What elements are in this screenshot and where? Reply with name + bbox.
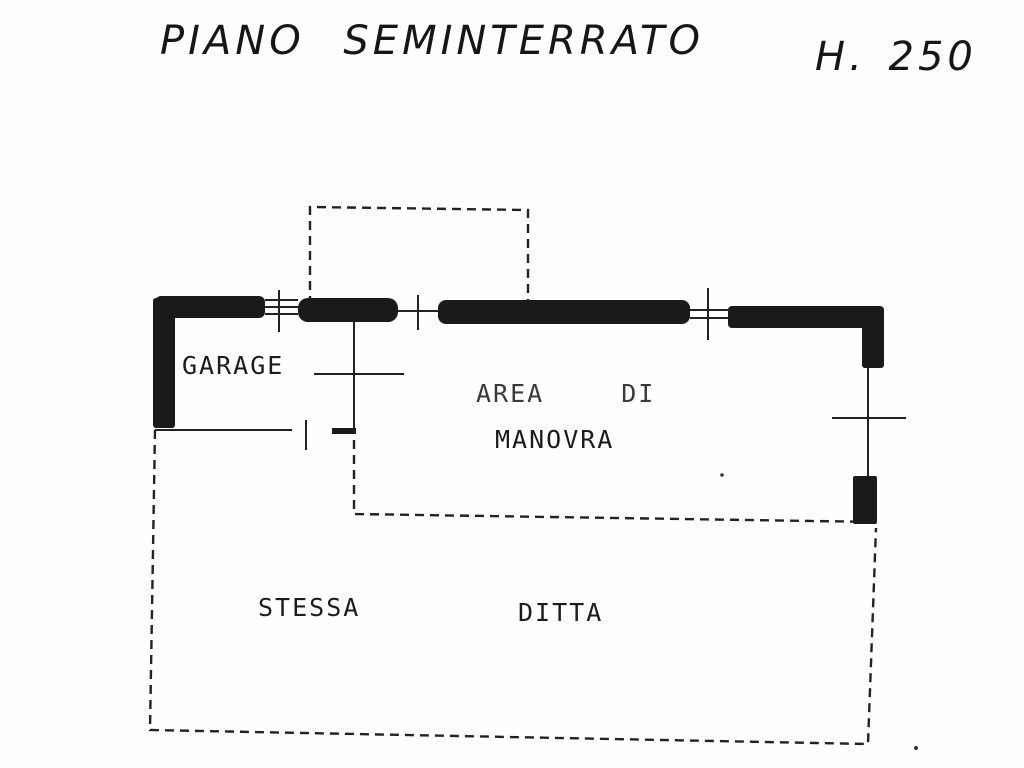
maneuver-area-label-line1: AREA DI	[476, 379, 655, 408]
window-1	[265, 290, 298, 332]
maneuver-area-boundary	[352, 440, 879, 524]
upper-projection-outline	[308, 205, 530, 305]
right-wall-upper	[862, 310, 884, 368]
floor-title: PIANO SEMINTERRATO	[160, 18, 704, 64]
same-company-label-left: STESSA	[258, 593, 360, 622]
drawing-dot-1	[720, 473, 724, 477]
window-2	[398, 295, 438, 330]
top-wall-segment-1	[155, 296, 265, 318]
garage-door-stop	[332, 428, 356, 434]
drawing-dot-2	[914, 746, 918, 750]
maneuver-area-label-line2: MANOVRA	[495, 425, 614, 454]
garage-label: GARAGE	[182, 351, 284, 380]
window-3	[690, 288, 728, 340]
top-wall-segment-2	[298, 298, 398, 322]
adjacent-property-outline	[148, 429, 878, 746]
same-company-label-right: DITTA	[518, 598, 603, 627]
right-wall-lower	[853, 476, 877, 524]
top-wall-segment-4	[728, 306, 884, 328]
left-wall	[153, 298, 175, 428]
right-wall-opening	[832, 368, 906, 476]
top-wall-segment-3	[438, 300, 690, 324]
ceiling-height-label: H. 250	[815, 34, 977, 80]
